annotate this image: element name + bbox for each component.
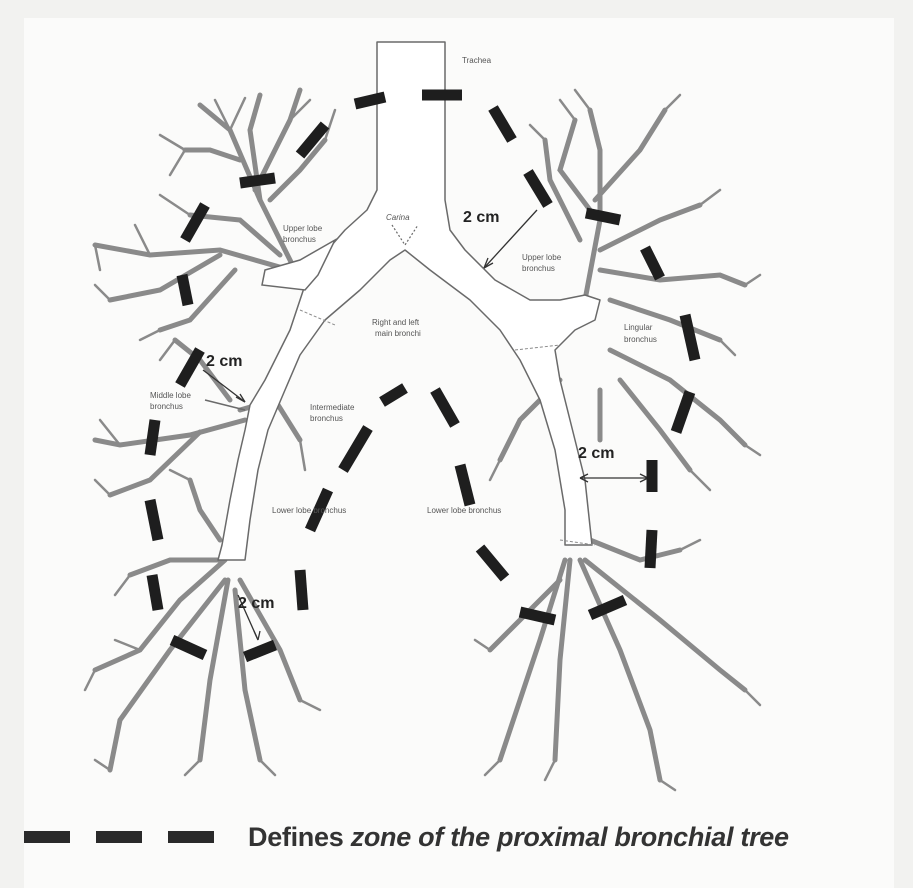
legend-dash bbox=[168, 831, 214, 843]
legend: Defines zone of the proximal bronchial t… bbox=[24, 812, 904, 862]
label-lingular-2: bronchus bbox=[624, 335, 657, 344]
label-main-bronchi-2: main bronchi bbox=[375, 329, 421, 338]
label-trachea: Trachea bbox=[462, 56, 492, 65]
legend-dash bbox=[24, 831, 70, 843]
label-left-upper-lobe-1: Upper lobe bbox=[522, 253, 562, 262]
label-carina: Carina bbox=[386, 213, 410, 222]
legend-text: Defines zone of the proximal bronchial t… bbox=[248, 822, 789, 853]
legend-text-part2: zone of the proximal bronchial tree bbox=[351, 822, 789, 852]
label-middle-lobe-1: Middle lobe bbox=[150, 391, 191, 400]
label-left-upper-lobe-2: bronchus bbox=[522, 264, 555, 273]
label-right-upper-lobe-2: bronchus bbox=[283, 235, 316, 244]
label-right-lower-lobe: Lower lobe bronchus bbox=[272, 506, 346, 515]
measure-left-upper: 2 cm bbox=[463, 209, 499, 226]
label-intermediate-2: bronchus bbox=[310, 414, 343, 423]
label-lingular-1: Lingular bbox=[624, 323, 653, 332]
measure-middle-lobe: 2 cm bbox=[206, 353, 242, 370]
label-main-bronchi-1: Right and left bbox=[372, 318, 420, 327]
label-right-upper-lobe-1: Upper lobe bbox=[283, 224, 323, 233]
legend-text-part1: Defines bbox=[248, 822, 351, 852]
label-intermediate-1: Intermediate bbox=[310, 403, 355, 412]
legend-dash bbox=[96, 831, 142, 843]
label-left-lower-lobe: Lower lobe bronchus bbox=[427, 506, 501, 515]
measure-left-lower: 2 cm bbox=[578, 445, 614, 462]
label-middle-lobe-2: bronchus bbox=[150, 402, 183, 411]
measure-right-lower: 2 cm bbox=[238, 595, 274, 612]
